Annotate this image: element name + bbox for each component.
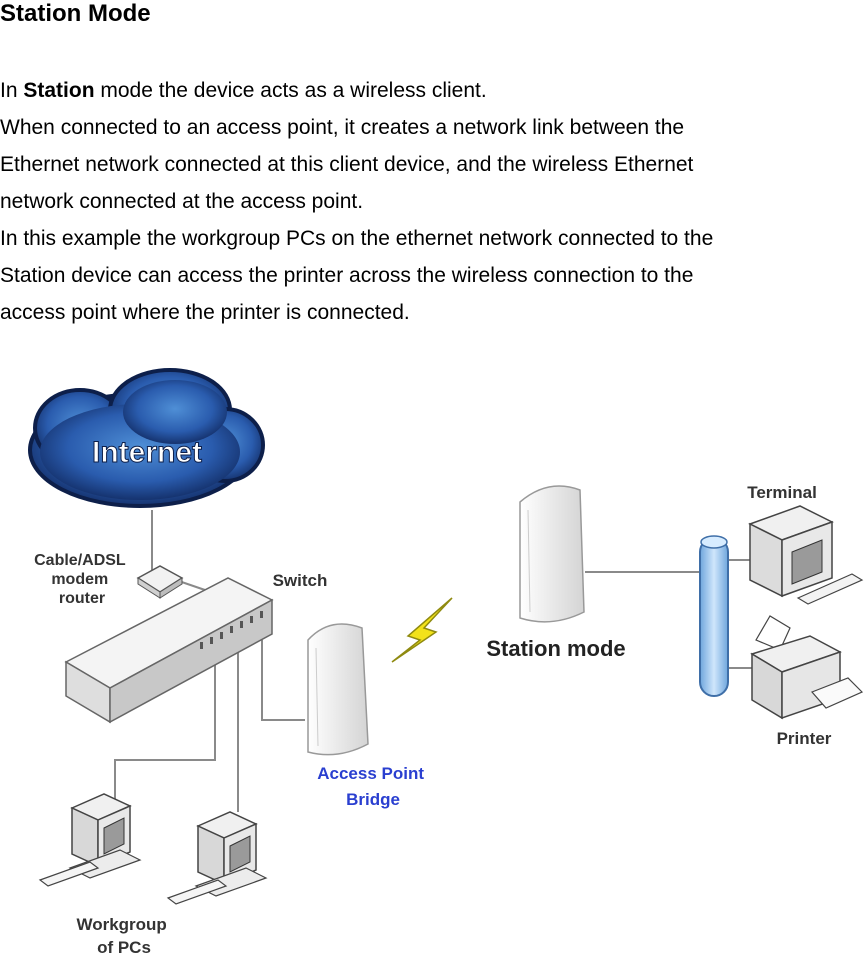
body-line: In this example the workgroup PCs on the… [0,227,714,250]
intro-suffix: mode the device acts as a wireless clien… [94,79,487,102]
access-point-line: Access Point [317,764,424,783]
internet-label: Internet [92,436,202,469]
body-line: When connected to an access point, it cr… [0,116,685,139]
workgroup-pc-icon [166,811,268,905]
router-line: modem [51,571,108,588]
network-diagram: Internet Cable/ADSL modem router Switch … [28,368,864,957]
printer-label: Printer [777,729,832,748]
terminal-icon [748,505,864,605]
body-line: Ethernet network connected at this clien… [0,153,694,176]
access-point-icon [307,623,369,756]
terminal-label: Terminal [747,483,817,502]
body-line: access point where the printer is connec… [0,301,410,324]
router-label: Cable/ADSL modem router [34,552,130,607]
workgroup-pc-icon [38,793,142,887]
internet-cloud-icon [28,368,265,508]
workgroup-label: Workgroup of PCs [76,915,171,957]
workgroup-line: of PCs [97,938,151,957]
cable-lines [114,510,752,812]
body-line: Station device can access the printer ac… [0,264,694,287]
intro-prefix: In [0,79,24,102]
router-line: router [59,590,105,607]
workgroup-line: Workgroup [76,915,166,934]
modem-icon [136,565,184,599]
ethernet-bus-icon [699,535,729,697]
intro-line: In Station mode the device acts as a wir… [0,72,864,109]
station-mode-label: Station mode [486,636,625,661]
access-point-line: Bridge [346,790,400,809]
page-title: Station Mode [0,0,151,27]
wireless-bolt-icon [391,597,453,663]
body-text: In Station mode the device acts as a wir… [0,72,864,331]
switch-label: Switch [273,571,328,590]
printer-icon [750,615,864,720]
switch-icon [64,577,274,724]
station-device-icon [519,485,585,623]
intro-bold: Station [23,79,95,102]
router-line: Cable/ADSL [34,552,126,569]
access-point-label: Access Point Bridge [317,764,429,809]
body-line: network connected at the access point. [0,190,364,213]
